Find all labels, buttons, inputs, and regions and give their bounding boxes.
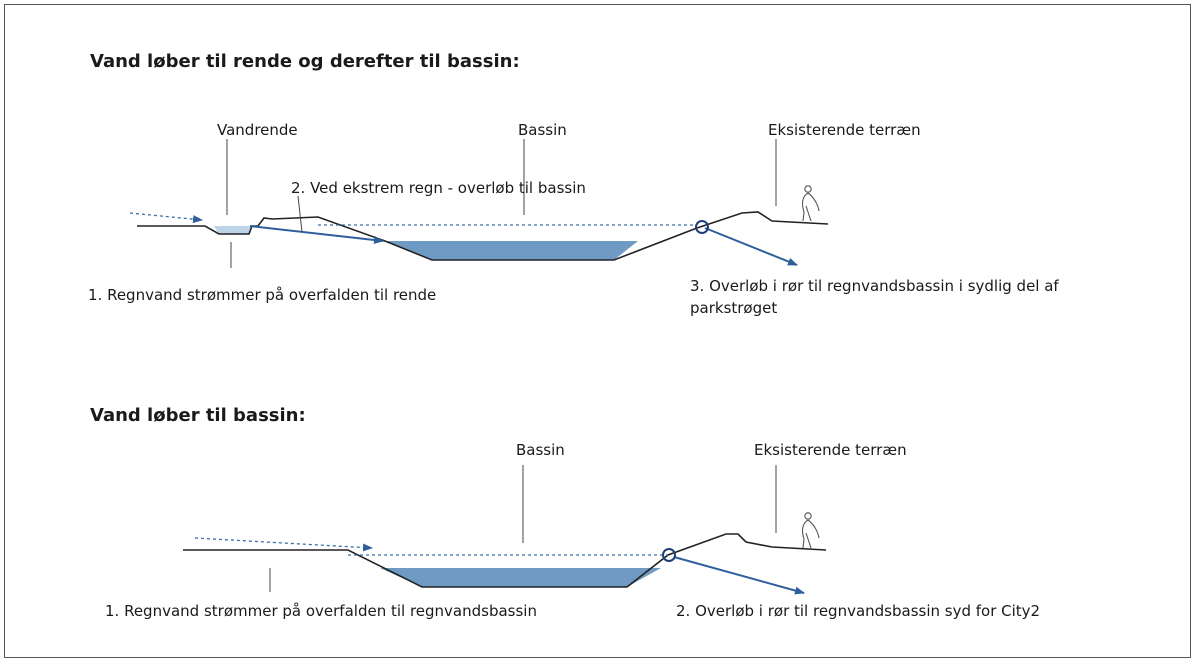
person-icon xyxy=(801,512,820,549)
rende-water xyxy=(214,226,252,234)
leader-step2 xyxy=(297,195,303,233)
inflow-arrow-top xyxy=(129,212,203,224)
label-bassin-top: Bassin xyxy=(518,121,567,139)
pipe-arrow-top xyxy=(704,227,798,266)
overflow-circle-icon xyxy=(662,548,676,562)
overflow-circle-icon xyxy=(695,220,709,234)
diagram-frame xyxy=(4,4,1191,658)
top-heading: Vand løber til rende og derefter til bas… xyxy=(90,51,520,72)
label-vandrende: Vandrende xyxy=(217,121,298,139)
label-terraen-top: Eksisterende terræn xyxy=(768,121,921,139)
bassin-water-bottom xyxy=(380,568,661,587)
top-section xyxy=(129,139,829,268)
bottom-section xyxy=(183,465,827,595)
terrain-line-top xyxy=(137,211,829,261)
bassin-water-top xyxy=(383,241,638,260)
bottom-heading: Vand løber til bassin: xyxy=(90,405,306,426)
label-step3-line1: 3. Overløb i rør til regnvandsbassin i s… xyxy=(690,277,1059,295)
terrain-line-bottom xyxy=(183,533,827,588)
pipe-arrow-bottom xyxy=(673,556,805,595)
label-step1-bottom: 1. Regnvand strømmer på overfalden til r… xyxy=(105,602,537,620)
label-terraen-bottom: Eksisterende terræn xyxy=(754,441,907,459)
label-step1-top: 1. Regnvand strømmer på overfalden til r… xyxy=(88,286,437,304)
overflow-arrow-top xyxy=(249,225,384,244)
label-bassin-bottom: Bassin xyxy=(516,441,565,459)
label-step2-top: 2. Ved ekstrem regn - overløb til bassin xyxy=(291,179,586,197)
person-icon xyxy=(801,185,820,222)
label-step2-bottom: 2. Overløb i rør til regnvandsbassin syd… xyxy=(676,602,1041,620)
inflow-arrow-bottom xyxy=(194,537,373,552)
label-step3-line2: parkstrøget xyxy=(690,299,778,317)
